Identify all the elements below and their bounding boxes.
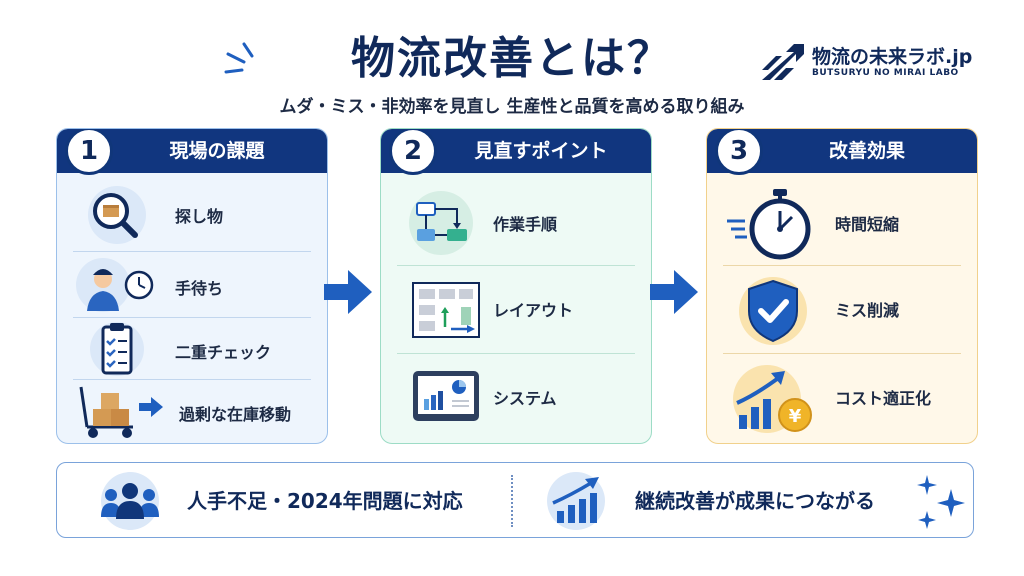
- brand-subtitle: BUTSURYU NO MIRAI LABO: [812, 68, 959, 78]
- divider: [73, 317, 311, 318]
- panel-header: 1 現場の課題: [57, 129, 327, 175]
- list-item: システム: [381, 355, 651, 441]
- divider: [73, 379, 311, 380]
- banner-left-text: 人手不足・2024年問題に対応: [187, 489, 463, 513]
- list-item: 作業手順: [381, 185, 651, 265]
- page-subtitle: ムダ・ミス・非効率を見直し 生産性と品質を高める取り組み: [279, 97, 745, 117]
- page-title: 物流改善とは？: [351, 33, 673, 84]
- magnifier-box-icon: [88, 186, 146, 244]
- brand-arrow-logo-icon: [762, 44, 804, 80]
- list-item-label: 二重チェック: [175, 343, 272, 362]
- stopwatch-icon: [727, 189, 811, 260]
- flow-arrow-icon: [650, 270, 698, 314]
- list-item-label: システム: [493, 389, 557, 408]
- panel-review-points: 2 見直すポイント 作業手順 レイア: [380, 128, 652, 444]
- list-item-label: 探し物: [175, 207, 224, 226]
- growth-yen-icon: ¥: [733, 365, 812, 433]
- step-number-badge: 2: [389, 129, 437, 175]
- brand-logo-block: 物流の未来ラボ.jp BUTSURYU NO MIRAI LABO: [760, 40, 1000, 84]
- list-item-label: 時間短縮: [835, 215, 900, 234]
- panel-title: 見直すポイント: [474, 140, 608, 162]
- panel-header: 3 改善効果: [707, 129, 977, 175]
- cart-boxes-arrow-icon: [79, 386, 163, 438]
- checklist-clipboard-icon: [90, 322, 144, 376]
- divider: [73, 251, 311, 252]
- list-item: 探し物: [57, 181, 327, 247]
- list-item-label: コスト適正化: [835, 389, 932, 408]
- sparkle-stars-icon: [917, 475, 965, 529]
- svg-text:¥: ¥: [789, 406, 802, 427]
- banner-right-text: 継続改善が成果につながる: [635, 489, 875, 513]
- list-item: 過剰な在庫移動: [57, 381, 327, 441]
- panel-title: 現場の課題: [169, 140, 265, 162]
- growth-chart-icon: [547, 472, 605, 530]
- flow-arrow-icon: [324, 270, 372, 314]
- list-item: 時間短縮: [707, 181, 977, 265]
- divider: [723, 265, 961, 266]
- list-item-label: ミス削減: [835, 301, 900, 320]
- title-area: 物流改善とは？: [0, 22, 1024, 86]
- shield-check-icon: [739, 277, 807, 345]
- waiting-worker-clock-icon: [76, 258, 154, 312]
- divider: [511, 475, 513, 527]
- list-item-label: 過剰な在庫移動: [179, 405, 292, 424]
- panel-title: 改善効果: [828, 140, 905, 162]
- step-number-badge: 1: [65, 129, 113, 175]
- spark-lines-icon: [224, 42, 254, 74]
- step-number-badge: 3: [715, 129, 763, 175]
- monitor-chart-icon: [413, 371, 479, 421]
- floor-layout-icon: [412, 282, 480, 338]
- people-group-icon: [101, 472, 159, 530]
- panel-header: 2 見直すポイント: [381, 129, 651, 175]
- panel-issues: 1 現場の課題 探し物 手待ち: [56, 128, 328, 444]
- list-item: ミス削減: [707, 267, 977, 353]
- panel-improvement-effects: 3 改善効果 時間短縮 ミス削減: [706, 128, 978, 444]
- bottom-banner: 人手不足・2024年問題に対応 継続改善が成果につながる: [56, 462, 974, 538]
- list-item: 二重チェック: [57, 319, 327, 379]
- divider: [397, 265, 635, 266]
- divider: [723, 353, 961, 354]
- list-item: 手待ち: [57, 253, 327, 317]
- list-item-label: 作業手順: [493, 215, 558, 234]
- brand-name: 物流の未来ラボ.jp: [812, 46, 973, 68]
- list-item: レイアウト: [381, 267, 651, 353]
- list-item-label: 手待ち: [175, 279, 224, 298]
- list-item-label: レイアウト: [493, 301, 574, 320]
- list-item: ¥ コスト適正化: [707, 355, 977, 441]
- divider: [397, 353, 635, 354]
- flowchart-icon: [409, 191, 473, 255]
